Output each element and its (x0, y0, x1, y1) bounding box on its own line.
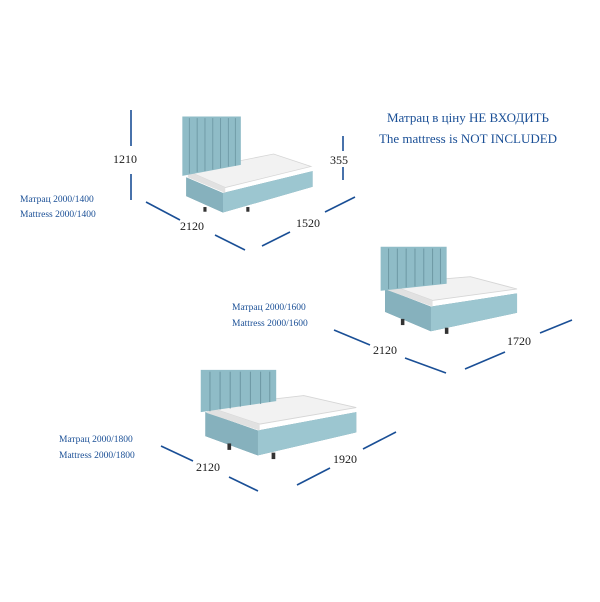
base-height-label: 355 (330, 153, 348, 167)
length-label: 2120 (373, 343, 397, 357)
width-line (296, 467, 331, 486)
width-line (362, 431, 397, 450)
mattress-label-ua: Матрац 2000/1400 (20, 195, 94, 205)
width-line (261, 231, 291, 247)
length-label: 2120 (180, 219, 204, 233)
notice-ua: Матрац в ціну НЕ ВХОДИТЬ (386, 110, 550, 125)
length-line (228, 476, 259, 492)
mattress-label-ua: Матрац 2000/1800 (59, 435, 133, 445)
width-label: 1920 (333, 452, 357, 466)
width-label: 1520 (296, 216, 320, 230)
length-line (404, 357, 447, 374)
width-label: 1720 (507, 334, 531, 348)
length-line (333, 329, 371, 346)
mattress-label-en: Mattress 2000/1400 (20, 210, 96, 220)
width-line (539, 319, 573, 334)
width-line (324, 196, 356, 213)
mattress-label-ua: Матрац 2000/1600 (232, 303, 306, 313)
mattress-label-en: Mattress 2000/1600 (232, 319, 308, 329)
length-line (214, 234, 246, 251)
height-label: 1210 (113, 152, 137, 166)
notice-en: The mattress is NOT INCLUDED (378, 131, 558, 146)
width-line (464, 351, 506, 370)
length-line (145, 201, 181, 221)
length-label: 2120 (196, 460, 220, 474)
mattress-label-en: Mattress 2000/1800 (59, 451, 135, 461)
length-line (160, 445, 194, 462)
